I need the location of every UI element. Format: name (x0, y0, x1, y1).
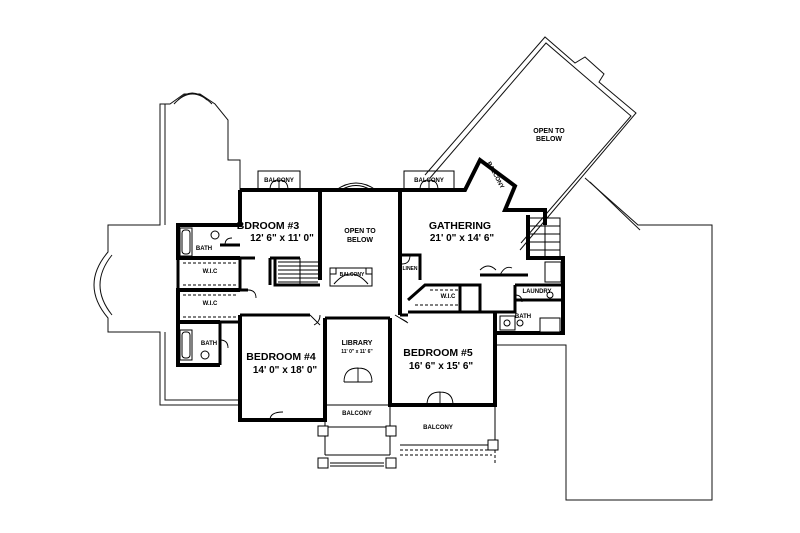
wic-upper-label: W.I.C (203, 269, 218, 275)
stairs (278, 217, 561, 285)
bath-right-label: BATH (515, 314, 531, 320)
balcony-gathering-label: BALCONY (414, 178, 444, 184)
balcony-bdroom3-label: BALCONY (264, 178, 294, 184)
wic-right-label: W.I.C (441, 294, 456, 300)
bedroom5-name: BEDROOM #5 (403, 347, 473, 359)
laundry-label: LAUNDRY (522, 289, 551, 295)
open-to-below-center-line2: BELOW (347, 237, 373, 244)
open-to-below-right-line1: OPEN TO (533, 128, 565, 135)
wic-lower-label: W.I.C (203, 301, 218, 307)
open-to-below-center-line1: OPEN TO (344, 228, 376, 235)
top-balconies (257, 170, 455, 191)
bath-fixtures (179, 227, 562, 361)
bath-upper-left-label: BATH (196, 246, 212, 252)
bedroom3-name: BDROOM #3 (237, 220, 300, 232)
bath-lower-left-label: BATH (201, 341, 217, 347)
interior-walls (176, 243, 563, 420)
open-to-below-right-line2: BELOW (536, 136, 562, 143)
exterior-walls (176, 156, 565, 422)
bedroom4-name: BEDROOM #4 (246, 351, 316, 363)
balcony-bedroom5-label: BALCONY (423, 425, 453, 431)
balcony-library-label: BALCONY (342, 411, 372, 417)
library-dims: 11' 0" x 11' 6" (341, 349, 373, 355)
exterior-outline (93, 36, 713, 501)
gathering-dims: 21' 0" x 14' 6" (430, 233, 495, 244)
bedroom3-dims: 12' 6" x 11' 0" (250, 233, 314, 244)
room-labels: BDROOM #3 12' 6" x 11' 0" OPEN TO BELOW … (196, 128, 565, 431)
library-name: LIBRARY (342, 340, 373, 347)
center-open-features (329, 182, 377, 287)
bedroom4-dims: 14' 0" x 18' 0" (253, 365, 318, 376)
bedroom5-dims: 16' 6" x 15' 6" (409, 361, 474, 372)
doors (219, 237, 523, 349)
balcony-mini-label: BALCONY (340, 272, 365, 278)
lower-balconies (269, 367, 499, 469)
linen-label: LINEN (403, 266, 418, 272)
closet-shelves (183, 262, 458, 318)
gathering-name: GATHERING (429, 220, 491, 232)
